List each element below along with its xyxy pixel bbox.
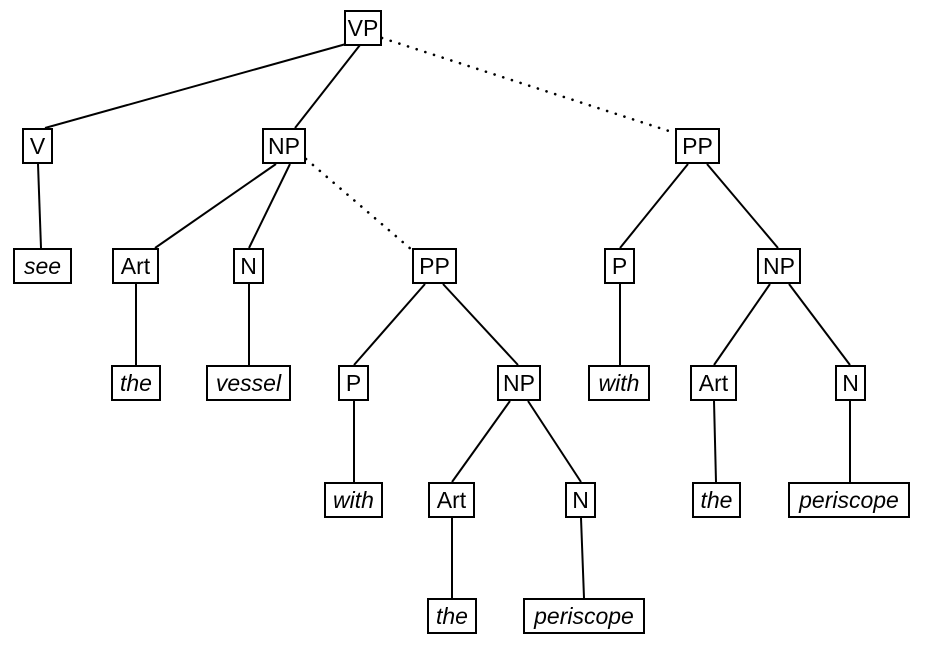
tree-edge-np1-to-pp_mid [304,157,414,252]
category-node-np_right: NP [757,248,801,284]
category-node-art1: Art [112,248,159,284]
category-node-n_mid: N [565,482,596,518]
leaf-node-see: see [13,248,72,284]
leaf-node-the_m: the [427,598,477,634]
leaf-node-periscope_r: periscope [788,482,910,518]
category-node-art_mid: Art [428,482,475,518]
tree-edge-np_right-to-n_right [788,283,851,366]
tree-edge-art_right-to-the_r [713,400,717,483]
category-node-v: V [22,128,53,164]
leaf-node-with_r: with [588,365,650,401]
tree-edge-vp-to-v [44,43,347,129]
category-node-np_mid: NP [497,365,541,401]
category-node-np1: NP [262,128,306,164]
category-node-pp_mid: PP [412,248,457,284]
tree-edge-n_mid-to-periscope_m [580,517,585,599]
leaf-node-with_m: with [324,482,383,518]
leaf-node-the_r: the [692,482,741,518]
leaf-node-vessel: vessel [206,365,291,401]
tree-edge-np_mid-to-n_mid [527,400,582,483]
tree-edge-vp-to-np1 [294,44,361,129]
tree-edge-np_right-to-art_right [713,283,771,366]
tree-edge-vp-to-pp_right [380,36,677,135]
leaf-node-the1: the [111,365,161,401]
category-node-pp_right: PP [675,128,720,164]
tree-edge-pp_mid-to-np_mid [442,283,519,366]
tree-edge-pp_mid-to-p_mid [353,283,426,366]
category-node-p_mid: P [338,365,369,401]
tree-edge-np_mid-to-art_mid [451,400,511,483]
leaf-node-periscope_m: periscope [523,598,645,634]
category-node-art_right: Art [690,365,737,401]
category-node-p_right: P [604,248,635,284]
tree-edge-pp_right-to-p_right [619,163,689,249]
category-node-n1: N [233,248,264,284]
tree-edge-np1-to-art1 [154,163,277,249]
tree-edge-np1-to-n1 [248,163,291,249]
tree-edge-v-to-see [37,163,42,249]
category-node-n_right: N [835,365,866,401]
category-node-vp: VP [344,10,382,46]
tree-edge-pp_right-to-np_right [706,163,779,249]
